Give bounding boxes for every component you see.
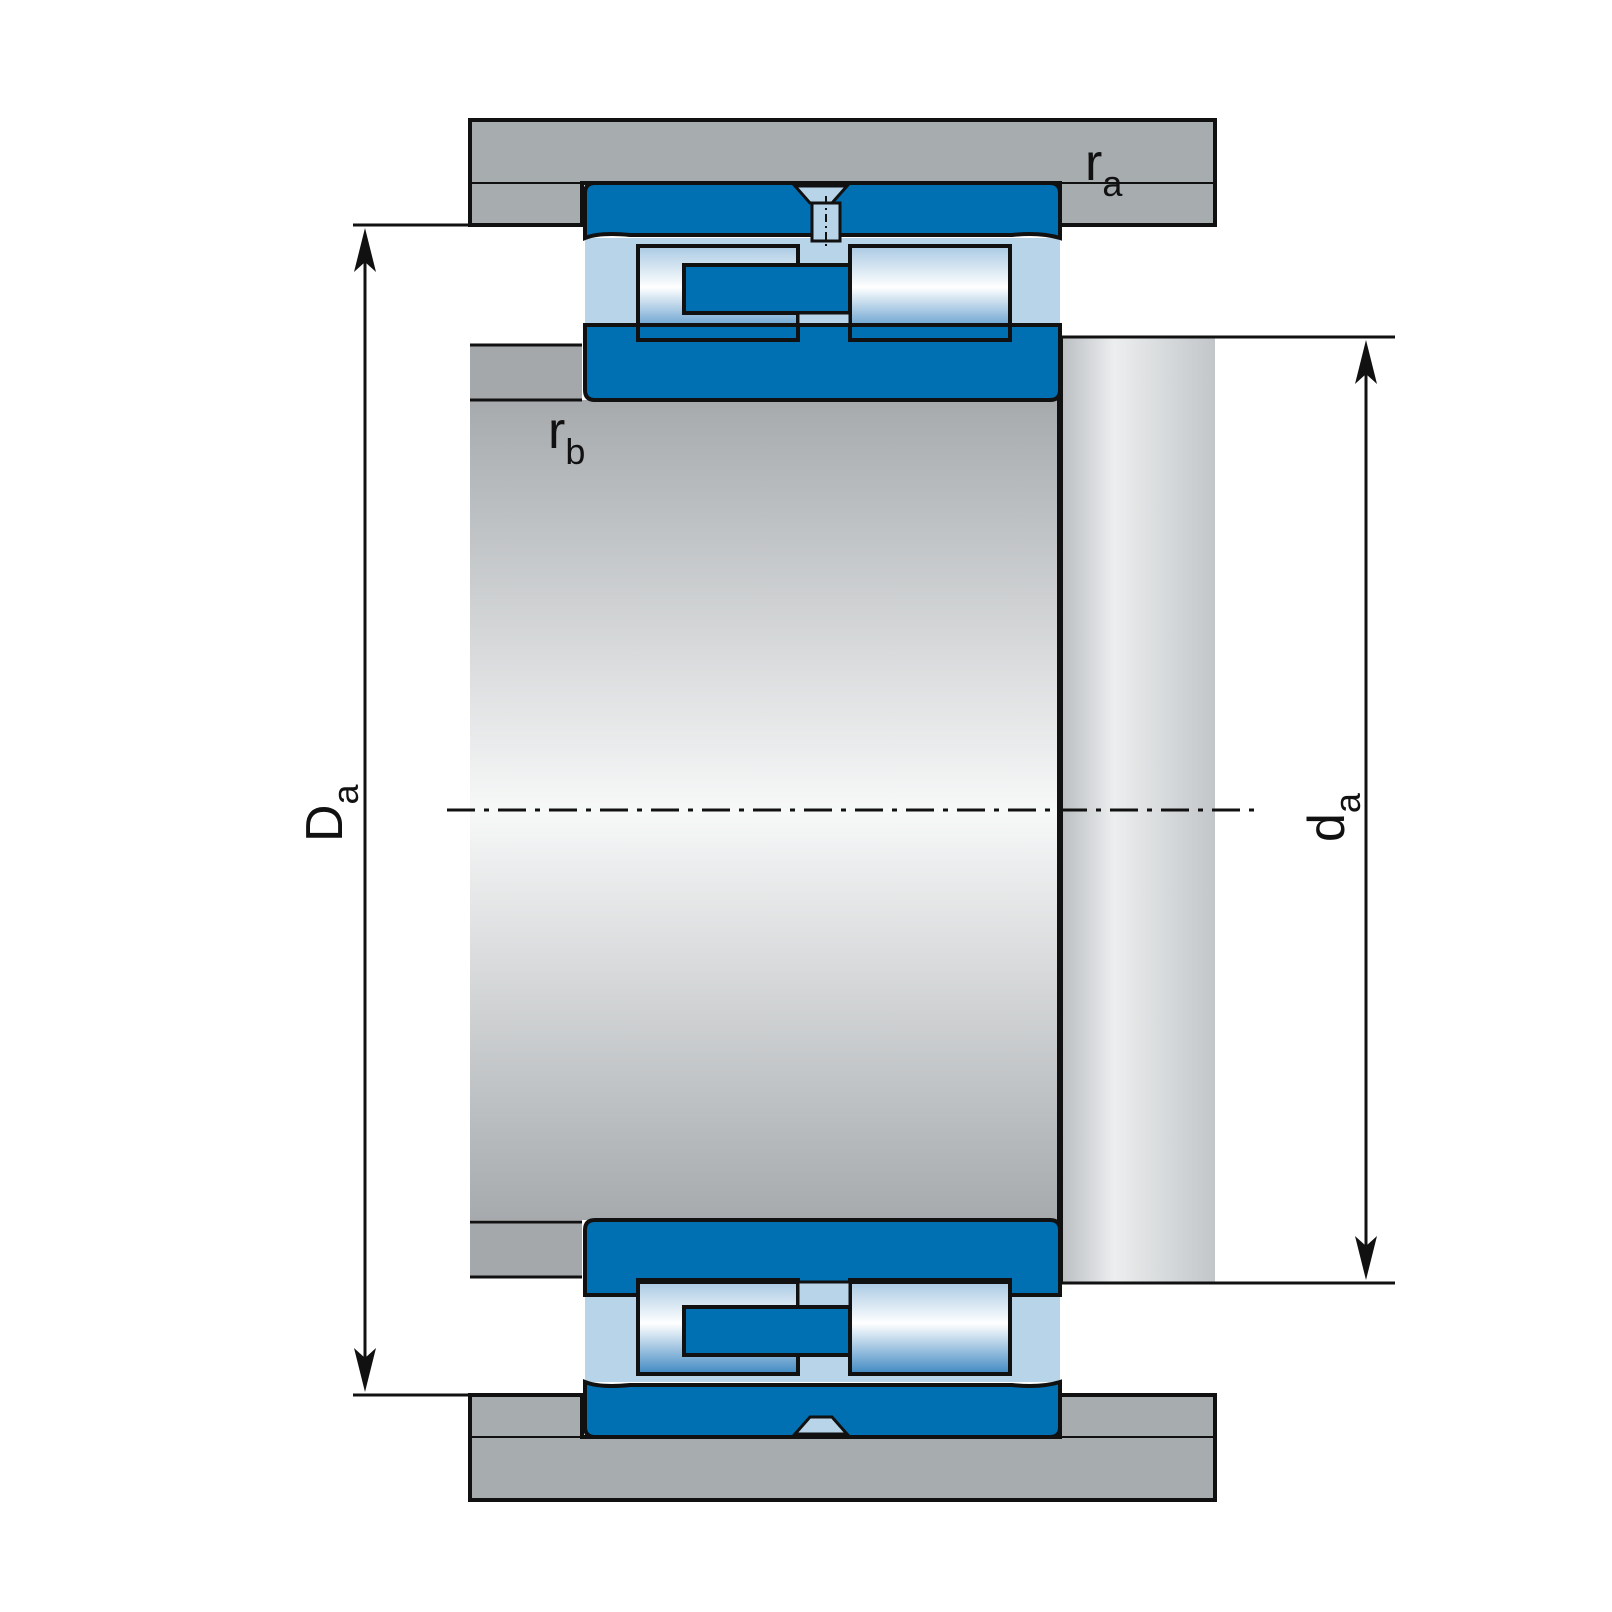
da-arrow-bottom <box>1355 1236 1377 1280</box>
label-Da-sub: a <box>325 783 366 804</box>
label-Da: Da <box>296 783 366 842</box>
da-arrow-top <box>1355 340 1377 384</box>
label-da: da <box>1298 792 1368 842</box>
cage-top <box>682 263 852 315</box>
Da-arrow-bottom <box>354 1348 376 1392</box>
shaft-spacer-bottom <box>470 1222 582 1277</box>
dimension-Da <box>353 223 470 1397</box>
inner-ring-top-notch <box>636 325 1012 342</box>
lube-groove-bottom <box>791 1415 851 1436</box>
roller-bottom-right <box>848 1280 1012 1376</box>
label-Da-main: D <box>296 804 354 842</box>
label-rb-sub: b <box>565 431 585 472</box>
label-da-main: d <box>1298 813 1356 842</box>
shaft-spacer-top <box>470 345 582 400</box>
label-ra: ra <box>1085 134 1123 204</box>
outer-ring-bottom <box>583 1379 1062 1439</box>
dimension-da <box>1060 335 1395 1285</box>
inner-ring-bottom <box>583 1218 1062 1297</box>
inner-ring-top <box>583 323 1062 402</box>
bearing-section-top <box>583 181 1062 402</box>
label-ra-main: r <box>1085 134 1102 192</box>
label-da-sub: a <box>1327 792 1368 813</box>
housing <box>468 118 1217 1502</box>
label-rb: rb <box>548 402 585 472</box>
cage-bottom-bridge <box>796 1280 852 1309</box>
Da-arrow-top <box>354 228 376 272</box>
bearing-section-bottom <box>583 1218 1062 1439</box>
label-rb-main: r <box>548 402 565 460</box>
cage-bottom <box>682 1305 852 1357</box>
label-ra-sub: a <box>1102 163 1123 204</box>
